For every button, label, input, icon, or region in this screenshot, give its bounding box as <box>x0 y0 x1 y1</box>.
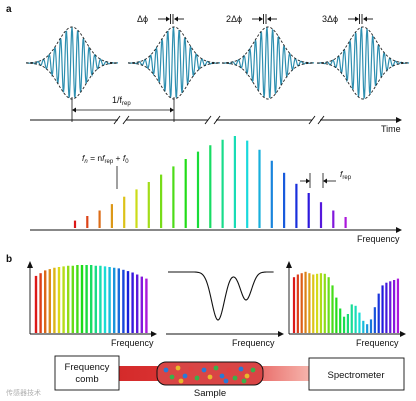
pulse-envelope-bottom-1 <box>26 62 118 100</box>
axis-break-2a <box>204 115 212 125</box>
frequency-axis-a: Frequency <box>30 227 402 244</box>
time-axis: Time <box>30 115 402 134</box>
sample-cell <box>156 361 264 386</box>
molecule-14 <box>244 373 250 379</box>
frep-arrowhead-right <box>323 178 327 184</box>
spectrum-1-x-arrowhead <box>151 331 157 337</box>
molecule-4 <box>182 373 188 379</box>
axis-break-2b <box>213 115 221 125</box>
frequency-axis-a-label: Frequency <box>357 234 400 244</box>
panel-a-label: a <box>6 4 12 15</box>
period-arrowhead-right <box>170 107 174 113</box>
frequency-comb-label-line2: comb <box>75 374 98 385</box>
phase-marker-1: Δϕ <box>137 14 184 24</box>
molecule-10 <box>219 373 225 379</box>
pulse-envelope-top-3 <box>222 26 314 64</box>
watermark: 传感器技术 <box>6 388 41 397</box>
phase-arrowhead-1b <box>174 16 178 22</box>
phase-arrowhead-3b <box>363 16 367 22</box>
molecule-12 <box>232 375 238 381</box>
axis-break-1a <box>113 115 121 125</box>
sample-molecules <box>163 365 256 384</box>
molecule-18 <box>241 378 247 384</box>
frequency-comb-label-line1: Frequency <box>65 362 110 373</box>
spectrum-3-x-arrowhead <box>400 331 406 337</box>
pulse-envelope-bottom-3 <box>222 62 314 100</box>
frep-arrowhead-left <box>306 178 310 184</box>
panel-b-label: b <box>6 254 12 265</box>
frep-label: frep <box>340 169 352 181</box>
spectrum-3-y-arrowhead <box>286 261 292 268</box>
pulse-envelope-bottom-4 <box>317 62 409 100</box>
absorption-curve <box>168 271 274 321</box>
molecule-7 <box>201 367 207 373</box>
molecule-11 <box>226 367 232 373</box>
phase-label-1: Δϕ <box>137 14 148 24</box>
pulse-envelope-top-4 <box>317 26 409 64</box>
period-arrowhead-left <box>72 107 76 113</box>
spectrum-1-y-arrowhead <box>27 261 33 268</box>
spectrum-2-x-arrowhead <box>278 331 284 337</box>
pulse-carrier-4 <box>316 27 410 100</box>
spectrum-1-axes: Frequency <box>27 261 157 348</box>
absorption-profile: Frequency <box>166 271 284 348</box>
molecule-1 <box>163 367 169 373</box>
molecule-3 <box>175 365 181 371</box>
comb-formula: fn = nfrep + f0 <box>82 153 129 165</box>
time-axis-arrowhead <box>396 117 402 123</box>
comb-spectrum-1 <box>34 265 148 333</box>
spectrum-2-xlabel: Frequency <box>232 338 275 348</box>
sample-label: Sample <box>194 388 226 399</box>
frequency-comb-spectrum <box>73 136 347 228</box>
phase-label-2: 2Δϕ <box>226 14 242 24</box>
phase-arrowhead-3 <box>355 16 359 22</box>
spectrum-1-xlabel: Frequency <box>111 338 154 348</box>
molecule-9 <box>213 365 219 371</box>
axis-break-3a <box>308 115 316 125</box>
molecule-13 <box>238 366 244 372</box>
phase-arrowhead-1 <box>166 16 170 22</box>
molecule-8 <box>207 374 213 380</box>
spectrometer-label: Spectrometer <box>327 370 384 381</box>
molecule-6 <box>194 375 200 381</box>
pulse-carrier-2 <box>128 27 220 98</box>
pulse-carrier-3 <box>221 27 315 99</box>
pulse-envelope-top-1 <box>26 26 118 64</box>
time-axis-label: Time <box>381 124 401 134</box>
axis-break-3b <box>317 115 325 125</box>
axis-break-1b <box>122 115 130 125</box>
molecule-2 <box>169 374 175 380</box>
transmitted-spectrum <box>292 271 400 333</box>
spectrometer-box <box>308 357 405 391</box>
period-label: 1/frep <box>112 95 131 107</box>
pulse-envelope-bottom-2 <box>128 62 220 100</box>
frequency-axis-a-arrowhead <box>396 227 402 233</box>
molecule-5 <box>188 366 194 372</box>
frep-marker: frep <box>300 169 352 188</box>
spectrum-3-xlabel: Frequency <box>356 338 399 348</box>
molecule-17 <box>223 378 229 384</box>
pulse-train <box>26 26 410 100</box>
phase-marker-2: 2Δϕ <box>226 14 277 24</box>
phase-arrowhead-2b <box>267 16 271 22</box>
period-marker: 1/frep <box>71 95 175 122</box>
pulse-envelope-top-2 <box>128 26 220 64</box>
phase-arrowhead-2 <box>259 16 263 22</box>
molecule-15 <box>250 367 256 373</box>
pulse-carrier-1 <box>26 26 118 98</box>
phase-marker-3: 3Δϕ <box>322 14 373 24</box>
molecule-16 <box>178 378 184 384</box>
phase-label-3: 3Δϕ <box>322 14 338 24</box>
frequency-comb-box <box>54 355 120 391</box>
spectrum-3-axes: Frequency <box>286 261 406 348</box>
